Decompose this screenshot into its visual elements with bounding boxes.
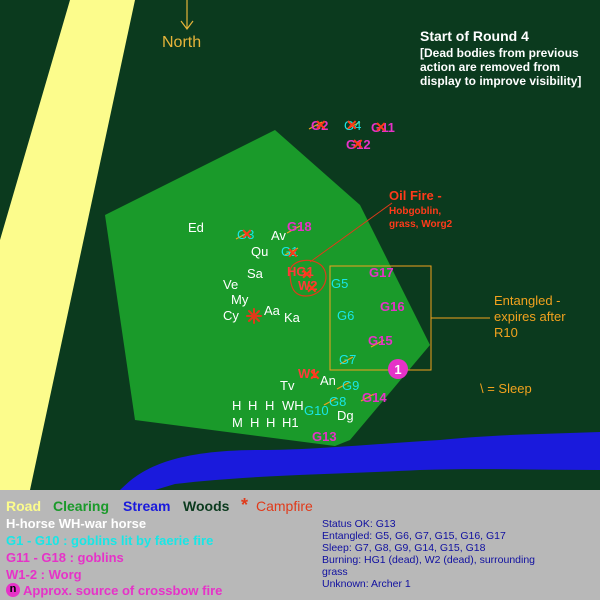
goblin-g6: G6 [337, 308, 355, 323]
status-burning-cont: grass [322, 566, 348, 578]
legend-panel: Road Clearing Stream Woods * Campfire H-… [0, 490, 600, 600]
legend-worg: W1-2 : Worg [6, 567, 82, 582]
goblin-g10: G10 [304, 403, 329, 418]
goblin-g18: G18 [287, 219, 312, 234]
status-sleep: Sleep: G7, G8, G9, G14, G15, G18 [322, 542, 486, 554]
legend-goblins-lit: G1 - G10 : goblins lit by faerie fire [6, 533, 214, 548]
oil-fire-title: Oil Fire - [389, 188, 442, 203]
character-an: An [320, 373, 336, 388]
campfire-icon: * [241, 495, 249, 515]
oil-fire-callout-line [309, 202, 393, 263]
worg-w1: W1 [298, 366, 318, 381]
map-terrain: 1 [0, 0, 600, 490]
goblin-g5: G5 [331, 276, 349, 291]
round-title: Start of Round 4 [420, 28, 529, 44]
campfire-icon [246, 308, 262, 324]
horse-4: H [250, 415, 260, 430]
horse-h1: H1 [282, 415, 299, 430]
crossbow-marker-icon: n [6, 583, 20, 597]
crossbow-marker-label: 1 [394, 362, 401, 377]
goblin-g2: G2 [311, 118, 329, 133]
character-my: My [231, 292, 249, 307]
character-aa: Aa [264, 303, 280, 318]
status-entangled: Entangled: G5, G6, G7, G15, G16, G17 [322, 530, 506, 542]
character-ka: Ka [284, 310, 300, 325]
character-tv: Tv [280, 378, 295, 393]
sleep-key: \ = Sleep [480, 381, 532, 396]
goblin-g8: G8 [329, 394, 347, 409]
character-ed: Ed [188, 220, 204, 235]
goblin-g12: G12 [346, 137, 371, 152]
north-label: North [162, 34, 202, 51]
entangled-label: Entangled - expires after R10 [494, 293, 566, 340]
goblin-g1-lit: G1 [281, 244, 299, 259]
character-av: Av [271, 228, 286, 243]
horse-5: H [266, 415, 276, 430]
hobgoblin-hg1: HG1 [287, 264, 314, 279]
character-cy: Cy [223, 308, 239, 323]
goblin-g17: G17 [369, 265, 394, 280]
north-arrow-icon [180, 20, 194, 30]
horse-3: H [265, 398, 275, 413]
oil-fire-detail: Hobgoblin, grass, Worg2 [389, 206, 453, 230]
goblin-g16: G16 [380, 299, 405, 314]
character-sa: Sa [247, 266, 263, 281]
status-ok: Status OK: G13 [322, 518, 396, 530]
horse-1: H [232, 398, 242, 413]
goblin-g7: G7 [339, 352, 357, 367]
goblin-g13: G13 [312, 429, 337, 444]
goblin-g14: G14 [362, 390, 387, 405]
clearing [105, 130, 430, 446]
goblin-g9: G9 [342, 378, 360, 393]
legend-stream: Stream [123, 498, 171, 514]
goblin-g15: G15 [368, 333, 393, 348]
road [0, 0, 135, 490]
status-unknown: Unknown: Archer 1 [322, 578, 411, 590]
round-note: [Dead bodies from previous action are re… [420, 46, 582, 88]
legend-goblins: G11 - G18 : goblins [6, 550, 124, 565]
war-horse: WH [282, 398, 304, 413]
legend-clearing: Clearing [53, 498, 110, 514]
legend-horses: H-horse WH-war horse [6, 516, 147, 531]
legend-campfire: Campfire [256, 498, 313, 514]
status-burning: Burning: HG1 (dead), W2 (dead), surround… [322, 554, 536, 566]
legend-road: Road [6, 498, 41, 514]
goblin-g3: G3 [237, 227, 255, 242]
crossbow-badge-label: n [9, 583, 17, 595]
stream [120, 432, 600, 490]
character-dg: Dg [337, 408, 354, 423]
legend-woods: Woods [183, 498, 230, 514]
character-qu: Qu [251, 244, 269, 259]
character-ve: Ve [223, 277, 239, 292]
legend-crossbow: Approx. source of crossbow fire [23, 583, 223, 598]
crossbow-source-marker [388, 359, 408, 379]
battle-map: 1 North Start of Round 4 [Dead bodies fr… [0, 0, 600, 490]
horse-2: H [248, 398, 258, 413]
oil-fire-area [289, 259, 327, 297]
goblin-g11: G11 [371, 120, 395, 135]
goblin-g4: G4 [344, 118, 362, 133]
worg-w2: W2 [298, 278, 318, 293]
horse-m: M [232, 415, 243, 430]
